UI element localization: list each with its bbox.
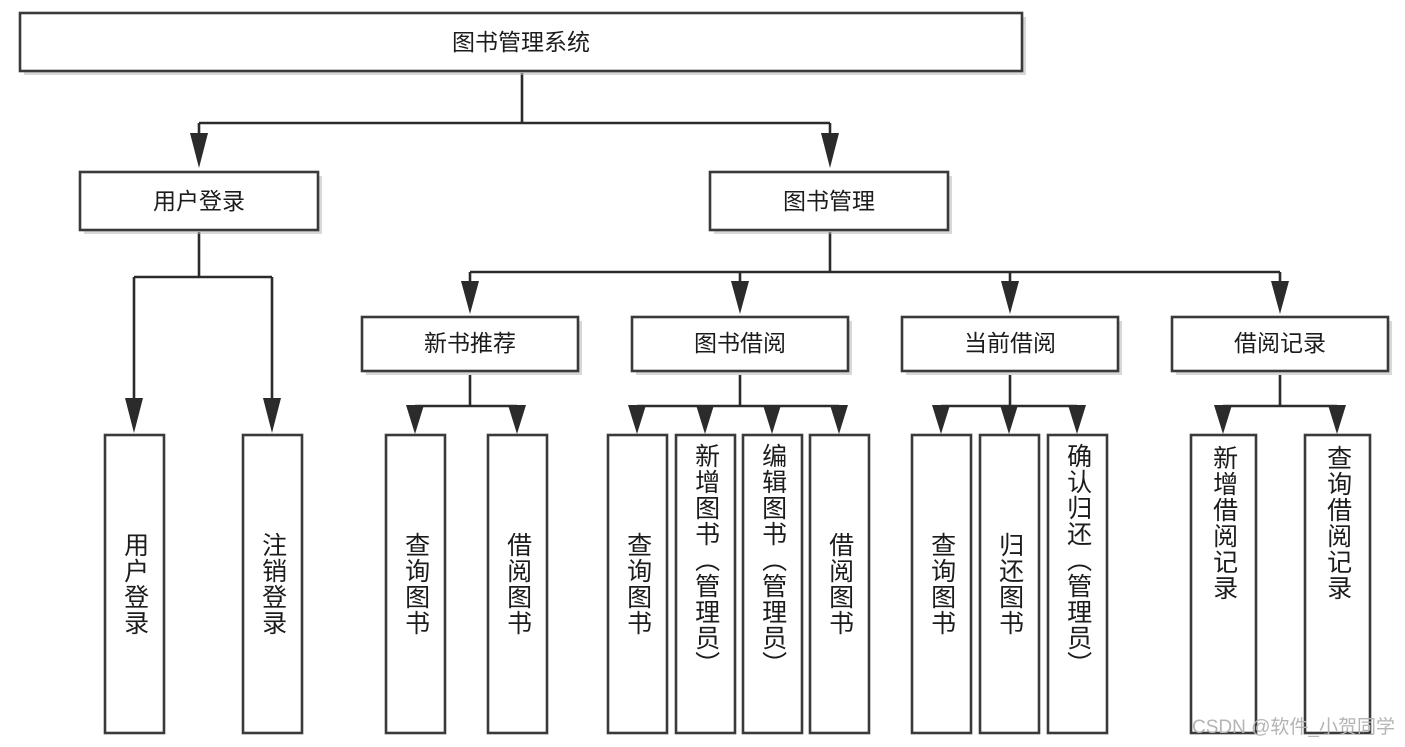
label-user-login: 用户登录	[153, 188, 245, 214]
node-box-root[interactable]	[18, 11, 1024, 73]
arrow-head-leaf-edit-book	[763, 405, 781, 434]
label-book-borrow: 图书借阅	[694, 330, 786, 356]
node-box-book-management[interactable]	[708, 170, 950, 232]
arrow-head-book-borrow	[731, 281, 749, 314]
node-box-leaf-query-book-2[interactable]	[606, 433, 669, 735]
connectors-book-management-to-level2	[461, 232, 1289, 314]
node-box-borrow-record[interactable]	[1170, 315, 1390, 373]
label-book-management: 图书管理	[783, 188, 875, 214]
arrow-head-leaf-confirm-return	[1068, 405, 1086, 434]
arrow-head-leaf-user-login	[125, 398, 143, 433]
connectors-current-borrow-to-leaves	[932, 375, 1086, 434]
node-box-leaf-add-book[interactable]	[674, 433, 737, 735]
node-box-user-login[interactable]	[78, 170, 320, 232]
node-box-leaf-edit-book[interactable]	[741, 433, 804, 735]
node-box-leaf-query-record[interactable]	[1303, 433, 1372, 735]
label-root: 图书管理系统	[452, 29, 590, 55]
arrow-head-leaf-add-book	[696, 405, 714, 434]
label-borrow-record: 借阅记录	[1234, 330, 1326, 356]
connectors-book-borrow-to-leaves	[628, 375, 848, 434]
connectors-root-to-level1	[190, 73, 839, 168]
arrow-head-leaf-query-book-1	[406, 405, 424, 434]
node-box-leaf-logout-login[interactable]	[241, 433, 304, 735]
label-current-borrow: 当前借阅	[964, 330, 1056, 356]
arrow-head-current-borrow	[1001, 281, 1019, 314]
arrow-head-leaf-query-book-2	[628, 405, 646, 434]
node-box-leaf-query-book-1[interactable]	[384, 433, 447, 735]
arrow-head-user-login	[190, 133, 208, 168]
arrow-head-borrow-record	[1271, 281, 1289, 314]
node-box-leaf-add-record[interactable]	[1189, 433, 1258, 735]
arrow-head-leaf-add-record	[1214, 405, 1232, 434]
node-box-leaf-borrow-book-2[interactable]	[808, 433, 871, 735]
arrow-head-leaf-borrow-book-2	[830, 405, 848, 434]
node-box-leaf-confirm-return[interactable]	[1046, 433, 1109, 735]
arrow-head-new-book	[461, 281, 479, 314]
node-box-current-borrow[interactable]	[900, 315, 1120, 373]
node-box-leaf-borrow-book-1[interactable]	[486, 433, 549, 735]
arrow-head-leaf-logout	[263, 398, 281, 433]
node-box-book-borrow[interactable]	[630, 315, 850, 373]
arrow-head-leaf-return-book	[1000, 405, 1018, 434]
connectors-borrow-record-to-leaves	[1214, 375, 1346, 434]
label-new-book-recommend: 新书推荐	[424, 330, 516, 356]
node-box-leaf-return-book[interactable]	[978, 433, 1041, 735]
arrow-head-leaf-borrow-book-1	[508, 405, 526, 434]
arrow-head-leaf-query-record	[1328, 405, 1346, 434]
arrow-head-leaf-query-book-3	[932, 405, 950, 434]
node-box-new-book-recommend[interactable]	[360, 315, 580, 373]
connectors-user-login-to-leaves	[125, 232, 281, 433]
node-box-leaf-query-book-3[interactable]	[910, 433, 973, 735]
node-box-leaf-user-login[interactable]	[103, 433, 166, 735]
connectors-new-book-to-leaves	[406, 375, 526, 434]
arrow-head-book-management	[821, 133, 839, 168]
